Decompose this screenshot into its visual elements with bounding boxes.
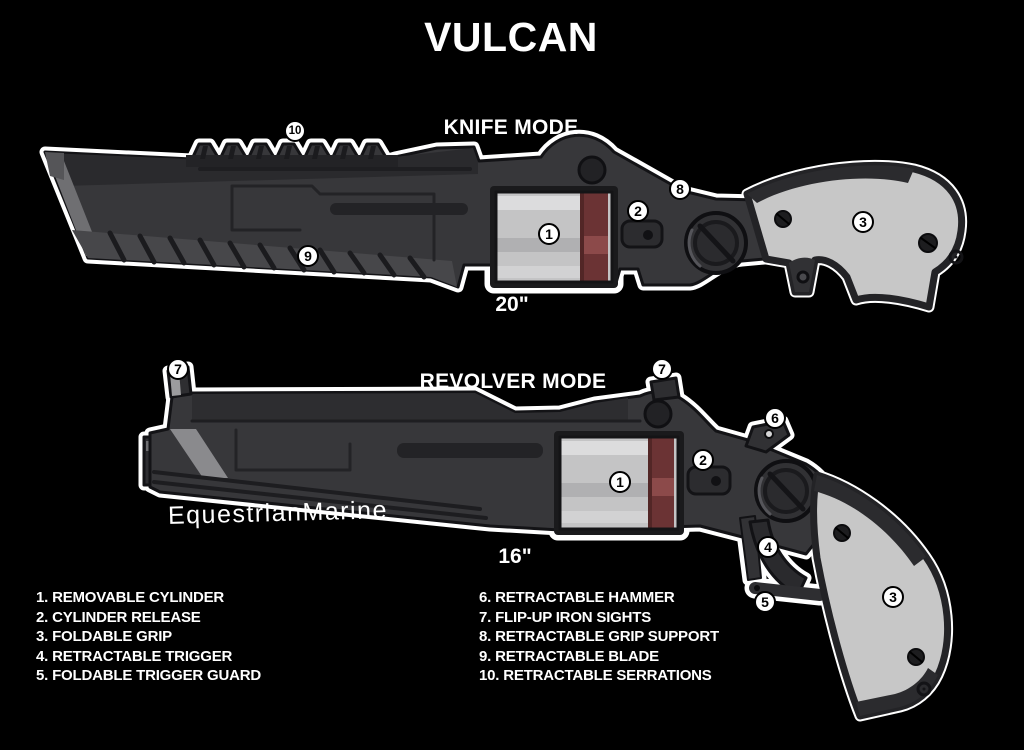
revolver-hammer [744,419,791,454]
page-title: VULCAN [424,14,598,60]
knife-pivot-screw [684,211,748,275]
callout-badge: 9 [297,245,319,267]
callout-badge: 2 [692,449,714,471]
knife-serrations [186,155,398,167]
revolver-pivot-circle [643,399,673,429]
legend-column: 6. RETRACTABLE HAMMER 7. FLIP-UP IRON SIG… [479,588,719,686]
revolver-trigger-guard [749,582,826,601]
revolver-pivot-screw [754,459,818,523]
callout-badge: 4 [757,536,779,558]
callout-badge: 6 [764,407,786,429]
knife-pivot-circle [577,155,607,185]
legend-item: 2. CYLINDER RELEASE [36,608,201,626]
callout-badge: 3 [882,586,904,608]
legend-item: 5. FOLDABLE TRIGGER GUARD [36,667,262,684]
knife-cylinder-release [620,219,664,249]
legend-item: 6. RETRACTABLE HAMMER [479,589,675,606]
callout-badge: 5 [754,591,776,613]
legend-column: 1. REMOVABLE CYLINDER 2. CYLINDER RELEASE… [36,588,261,686]
parts-legend: 1. REMOVABLE CYLINDER 2. CYLINDER RELEASE… [36,588,719,686]
callout-badge: 2 [627,200,649,222]
legend-item: 9. RETRACTABLE BLADE [479,647,659,665]
callout-badge: 7 [167,358,189,380]
callout-badge: 1 [609,471,631,493]
legend-item: 3. FOLDABLE GRIP [36,628,172,645]
revolver-length-label: 16" [498,545,532,568]
callout-badge: 7 [651,358,673,380]
revolver-rear-sight [649,376,681,402]
knife-mode-illustration [39,129,968,313]
revolver-front-stripe [170,429,228,478]
revolver-grip [810,471,952,720]
callout-badge: 10 [284,120,306,142]
legend-item: 10. RETRACTABLE SERRATIONS [479,667,712,684]
callout-badge: 8 [669,178,691,200]
legend-item: 1. REMOVABLE CYLINDER [36,589,225,606]
legend-item: 8. RETRACTABLE GRIP SUPPORT [479,628,719,645]
knife-length-label: 20" [495,293,529,316]
knife-blade-edge [72,230,457,287]
legend-item: 7. FLIP-UP IRON SIGHTS [479,608,652,626]
knife-grip [743,161,966,311]
legend-item: 4. RETRACTABLE TRIGGER [36,647,233,665]
artist-signature: EquestrianMarine [167,496,389,530]
revolver-mode-label: REVOLVER MODE [419,370,607,393]
callout-badge: 1 [538,223,560,245]
knife-mode-label: KNIFE MODE [443,116,579,139]
revolver-cylinder-release [686,465,732,496]
callout-badge: 3 [852,211,874,233]
